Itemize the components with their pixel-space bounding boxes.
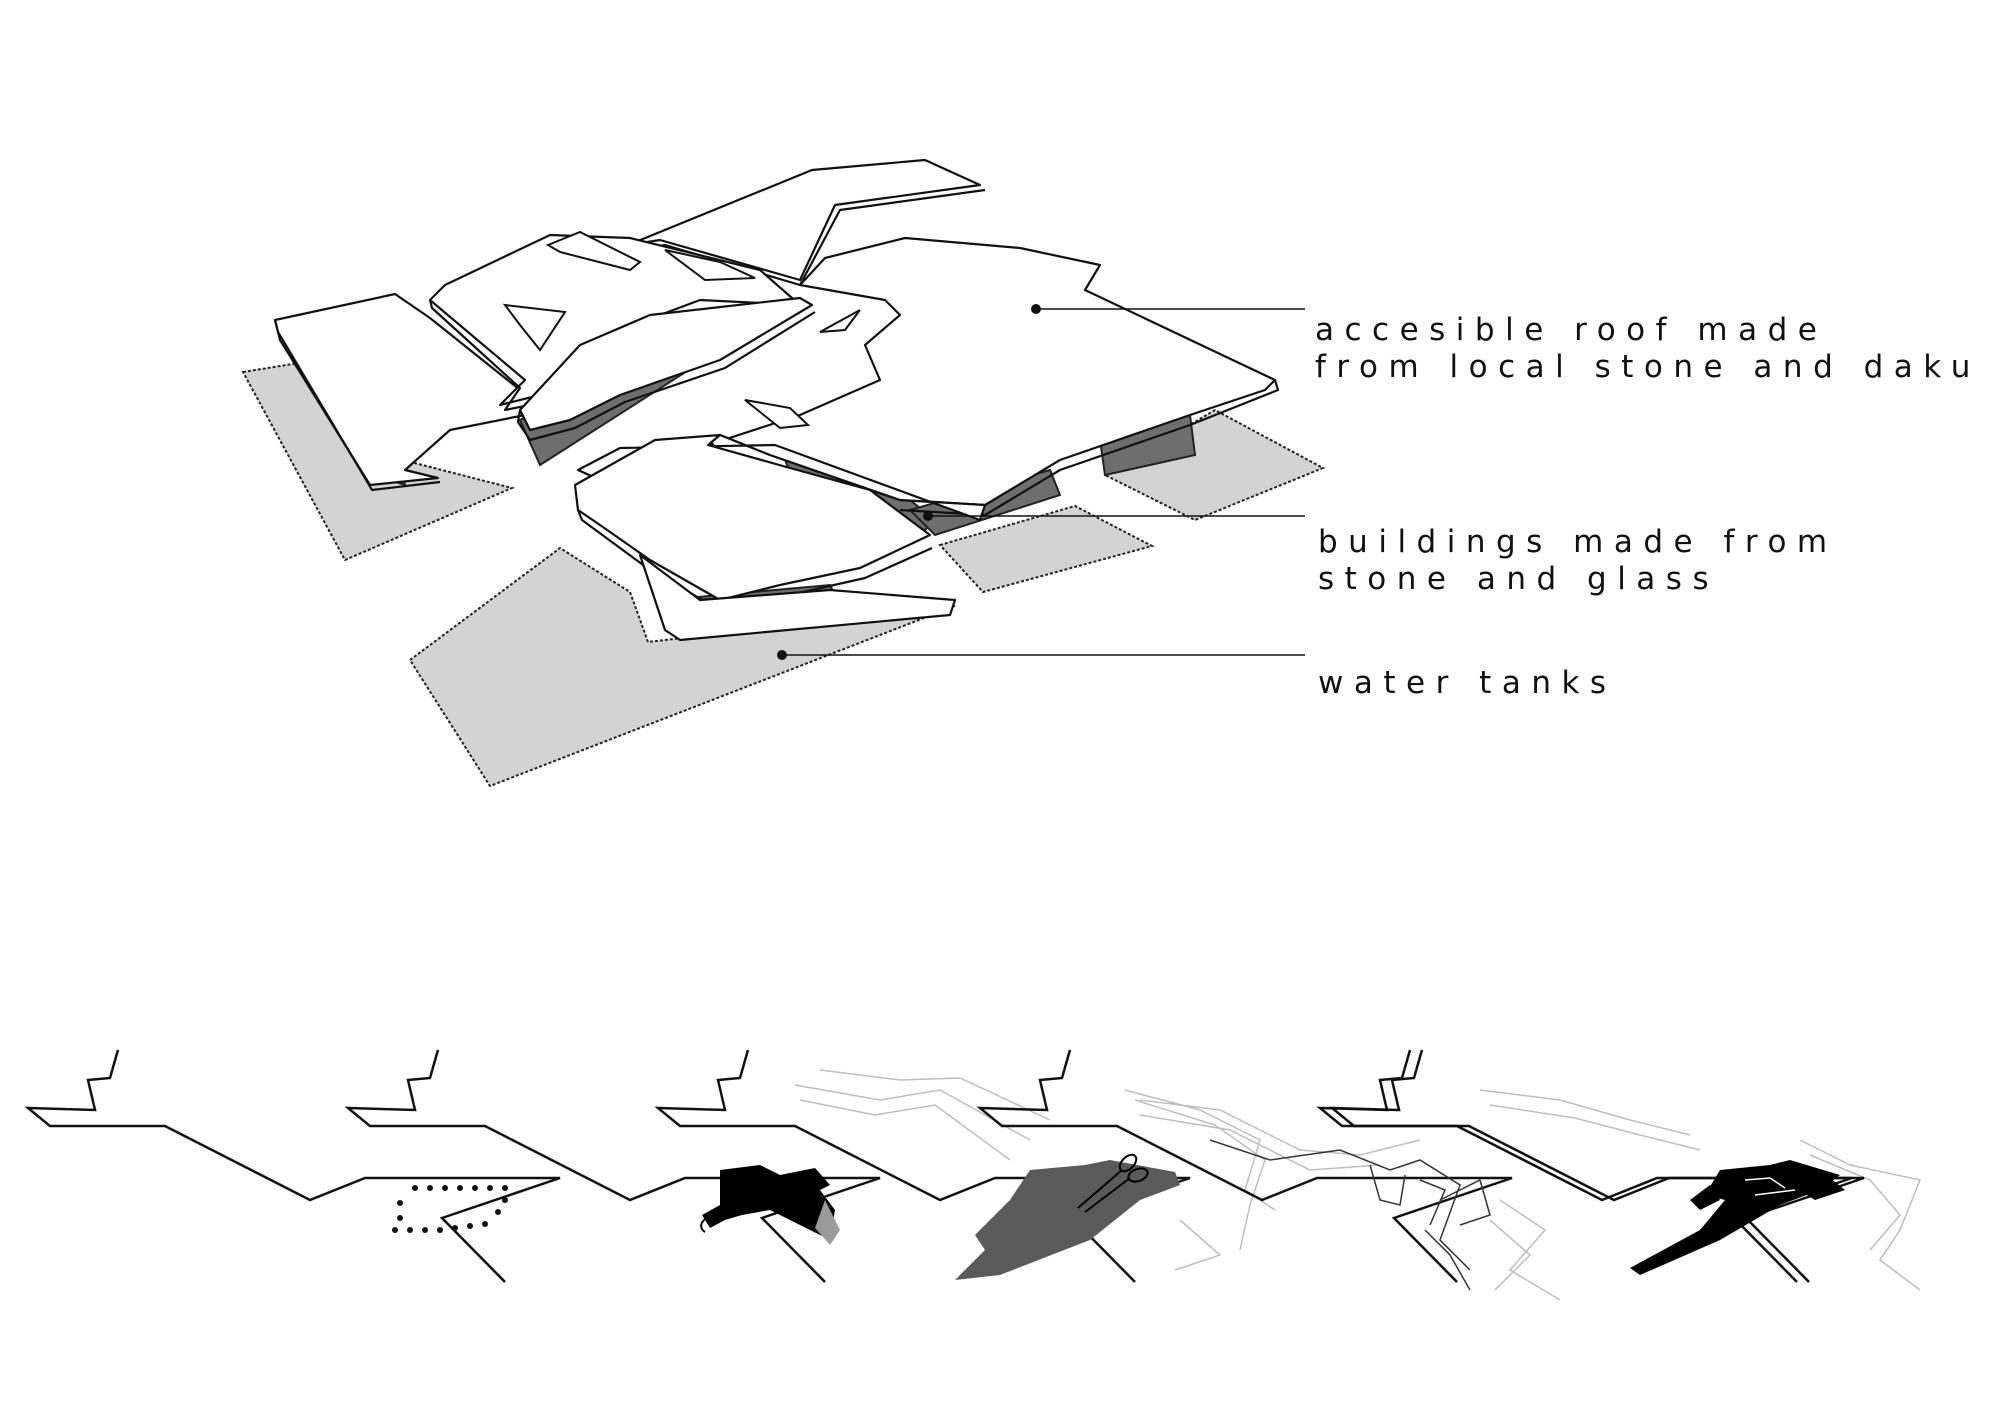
site-step-3 (654, 1049, 1191, 1283)
skylight (545, 230, 642, 272)
manta-ray-shadow (815, 1200, 840, 1245)
roof-slab-front (573, 433, 932, 602)
manta-ray-shape (702, 1165, 835, 1240)
building-line-sketch (1209, 1139, 1491, 1291)
roof-slab-strip (638, 553, 957, 642)
site-sequence (24, 1049, 1922, 1301)
scissors-icon (1077, 1153, 1149, 1213)
skylight (664, 249, 756, 282)
leader-dots (777, 304, 1041, 660)
skylights (502, 230, 861, 430)
roof-slab-center (518, 296, 814, 432)
roof-slab-top (626, 158, 982, 282)
site-outline (976, 1049, 1513, 1283)
sketch-lines (1479, 1089, 1922, 1291)
leader-lines (782, 308, 1305, 656)
label-accessible-roof: accesible roof made from local stone and… (1315, 312, 1981, 386)
cut-grey-shape (955, 1160, 1180, 1280)
sketch-lines (1139, 1099, 1561, 1301)
roof-slab-edge (516, 311, 816, 442)
roof-layer (273, 158, 1280, 642)
manta-ray-tail (700, 1209, 726, 1233)
label-buildings-line-2: stone and glass (1318, 561, 1720, 597)
skylight (819, 309, 861, 333)
site-outline (24, 1049, 561, 1283)
site-outline (1328, 1049, 1865, 1283)
label-water-tanks: water tanks (1318, 665, 1617, 702)
site-step-1 (24, 1049, 561, 1283)
dotted-footprint (392, 1185, 508, 1233)
sketch-lines (794, 1069, 1051, 1161)
skylight (744, 399, 811, 430)
water-tank-center (938, 504, 1155, 594)
label-roof-line-2: from local stone and daku (1315, 349, 1981, 385)
site-outline (344, 1049, 881, 1283)
label-roof-line-1: accesible roof made (1315, 312, 1828, 348)
leader-dot-roof (1031, 304, 1041, 314)
leader-dot-buildings (923, 511, 933, 521)
water-tank-large (408, 546, 956, 788)
label-buildings: buildings made from stone and glass (1318, 524, 1838, 598)
black-building-forms (1630, 1160, 1845, 1275)
site-step-6 (1328, 1049, 1922, 1291)
leader-dot-tanks (777, 650, 787, 660)
site-step-2 (344, 1049, 881, 1283)
label-buildings-line-1: buildings made from (1318, 524, 1838, 560)
skylight (502, 303, 567, 352)
roof-slab-edge (273, 319, 441, 492)
site-step-4 (955, 1049, 1513, 1283)
label-tanks-line-1: water tanks (1318, 665, 1617, 701)
black-building-highlights (1744, 1177, 1796, 1196)
